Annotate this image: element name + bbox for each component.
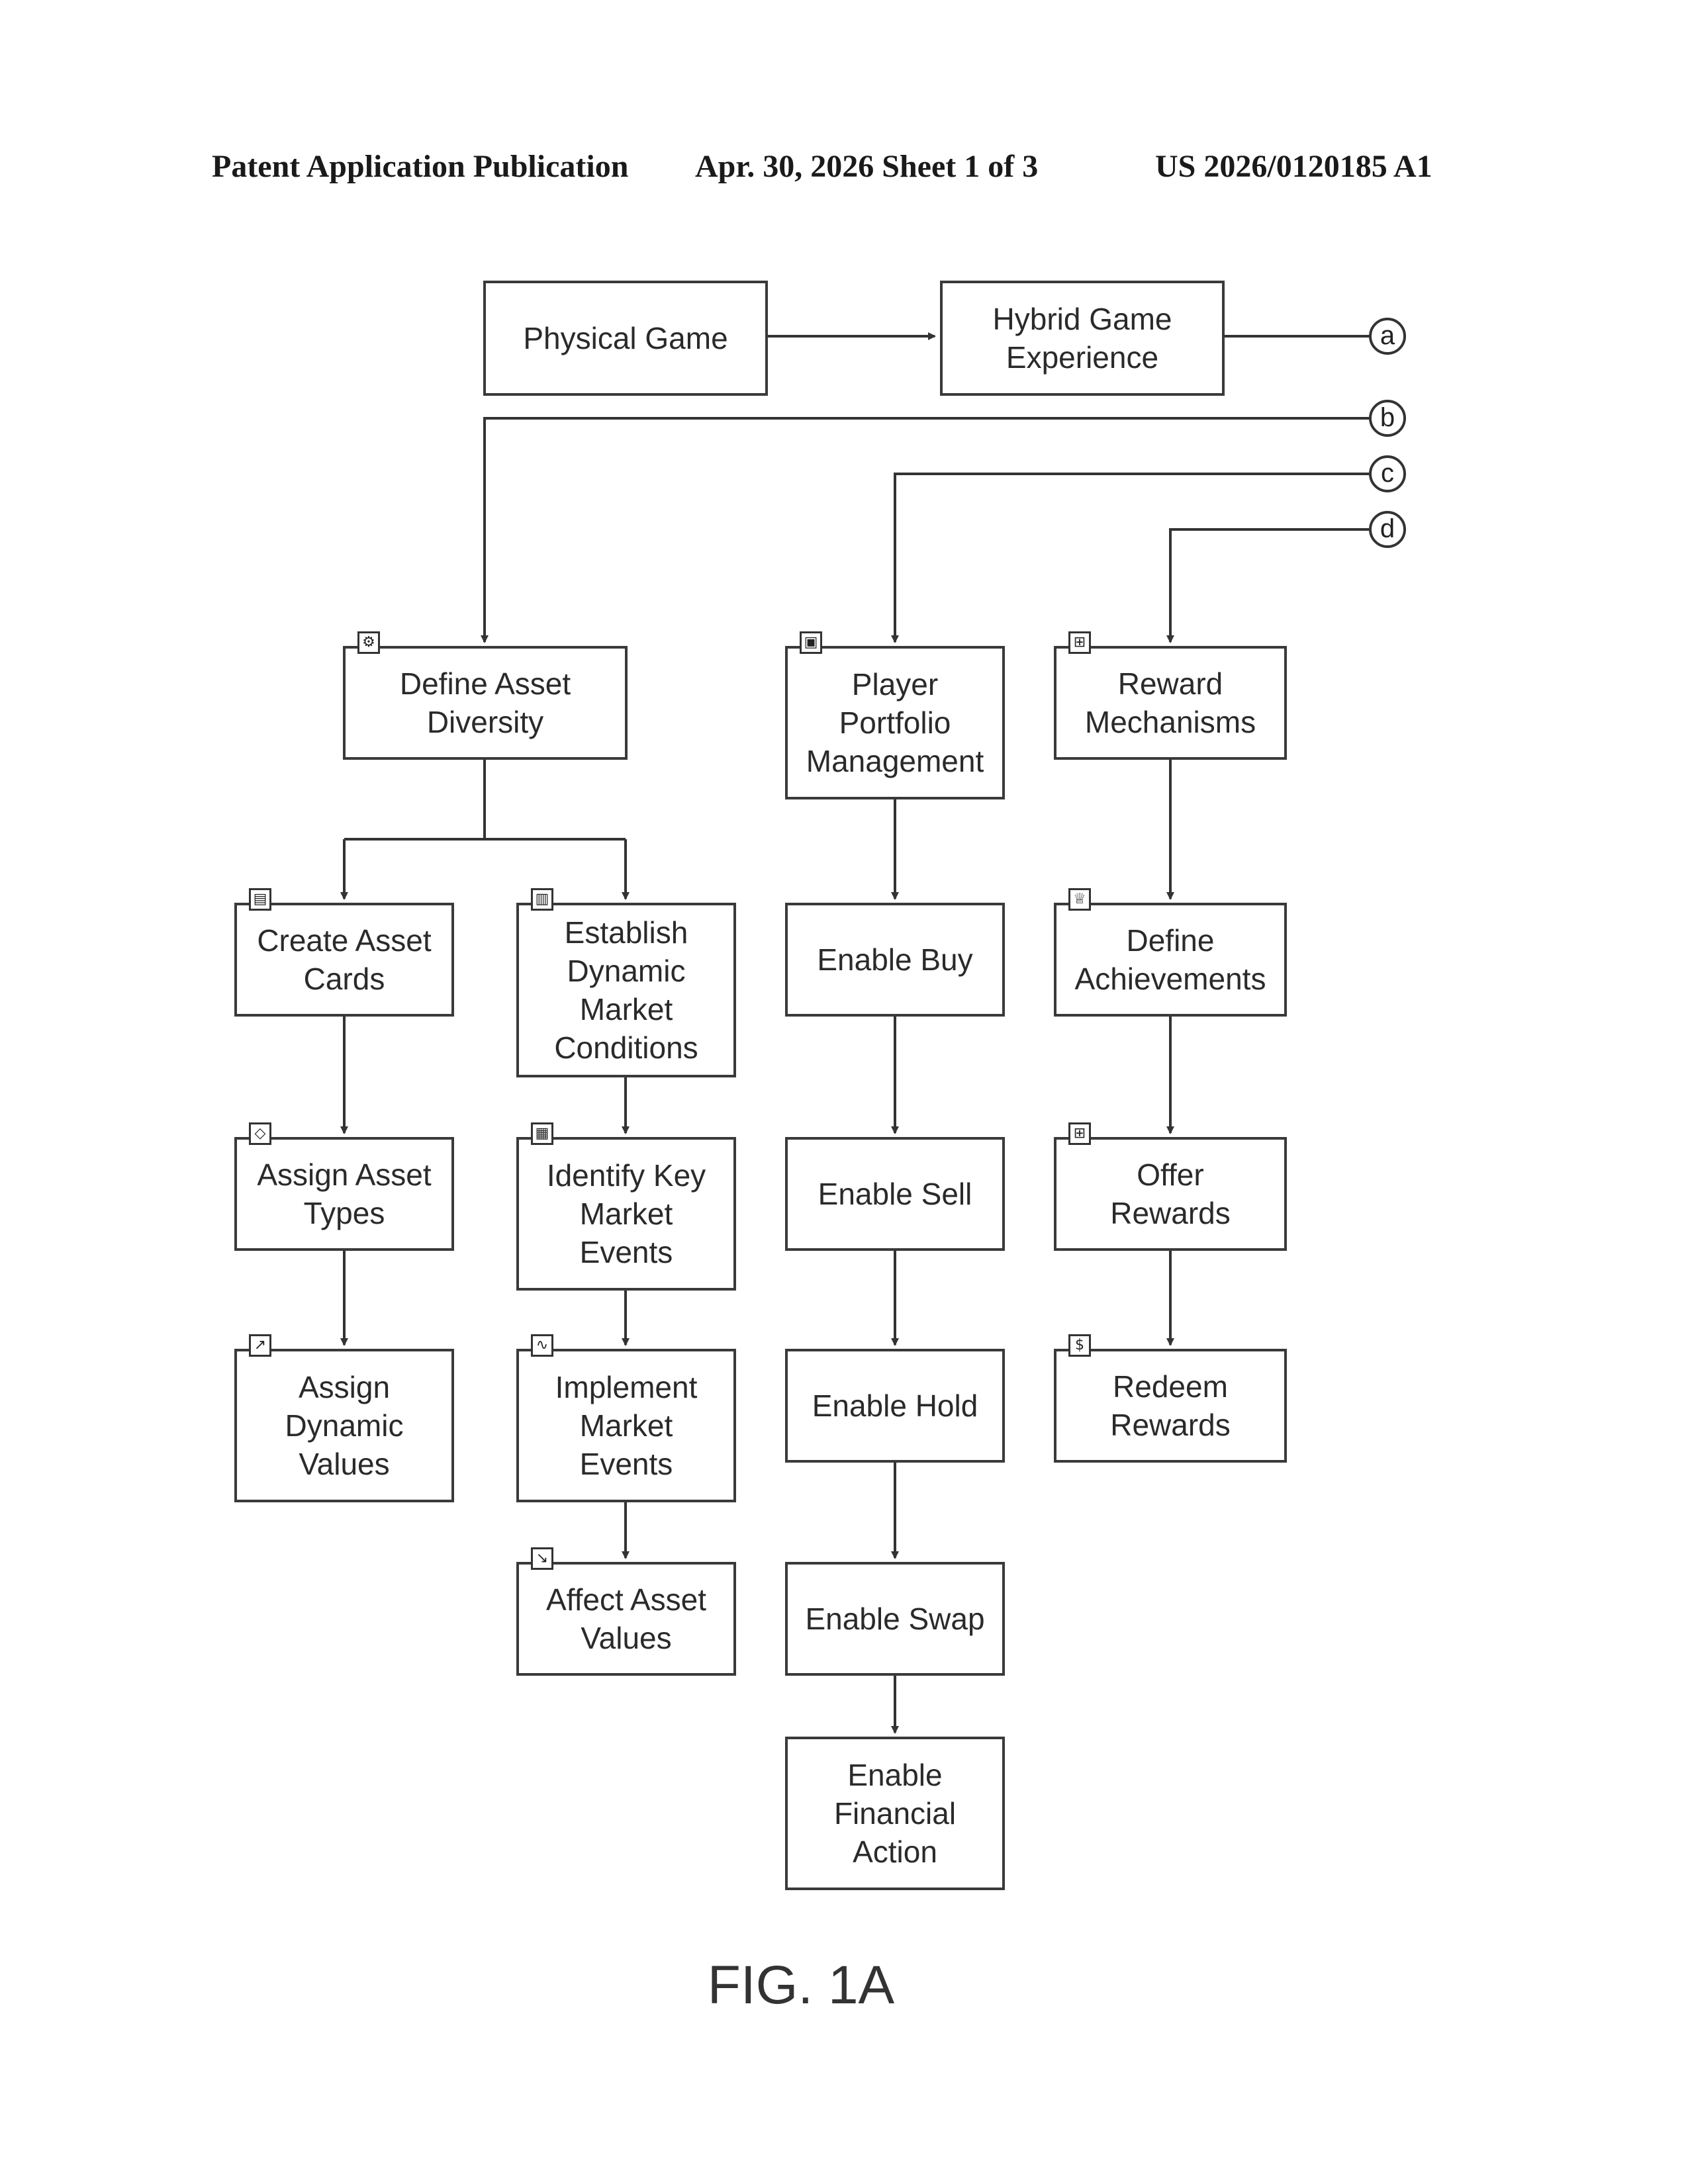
box-affect-values-label: Affect Asset Values	[546, 1580, 706, 1657]
box-physical-game: Physical Game	[483, 281, 768, 396]
gift-icon: ⊞	[1068, 631, 1091, 654]
gift-icon: ⊞	[1068, 1122, 1091, 1145]
connector-a: a	[1369, 318, 1406, 355]
box-create-asset-cards: Create Asset Cards	[234, 903, 454, 1017]
box-implement-market-events: Implement Market Events	[516, 1349, 736, 1502]
box-identify-key-market-events: Identify Key Market Events	[516, 1137, 736, 1291]
box-offer-rewards: Offer Rewards	[1054, 1137, 1287, 1251]
box-enable-swap: Enable Swap	[785, 1562, 1005, 1676]
box-redeem-rewards-label: Redeem Rewards	[1110, 1367, 1231, 1444]
box-implement-events-label: Implement Market Events	[555, 1368, 698, 1483]
box-create-asset-cards-label: Create Asset Cards	[257, 921, 431, 998]
box-establish-market-label: Establish Dynamic Market Conditions	[554, 913, 698, 1067]
briefcase-icon: ▣	[800, 631, 822, 654]
box-reward-mechanisms: Reward Mechanisms	[1054, 646, 1287, 760]
box-player-portfolio-label: Player Portfolio Management	[806, 665, 984, 780]
box-establish-dynamic-market-conditions: Establish Dynamic Market Conditions	[516, 903, 736, 1077]
connector-b: b	[1369, 400, 1406, 437]
box-affect-asset-values: Affect Asset Values	[516, 1562, 736, 1676]
box-assign-asset-types: Assign Asset Types	[234, 1137, 454, 1251]
card-icon: ▤	[249, 888, 271, 911]
box-redeem-rewards: Redeem Rewards	[1054, 1349, 1287, 1463]
connector-c: c	[1369, 455, 1406, 492]
box-player-portfolio-management: Player Portfolio Management	[785, 646, 1005, 799]
calendar-icon: ▦	[531, 1122, 553, 1145]
gear-icon: ⚙	[357, 631, 380, 654]
box-enable-sell-label: Enable Sell	[818, 1175, 972, 1213]
trophy-icon: ♕	[1068, 888, 1091, 911]
box-enable-buy: Enable Buy	[785, 903, 1005, 1017]
box-enable-buy-label: Enable Buy	[817, 940, 972, 979]
pulse-icon: ∿	[531, 1334, 553, 1357]
box-define-achievements-label: Define Achievements	[1075, 921, 1266, 998]
tag-icon: ◇	[249, 1122, 271, 1145]
box-define-asset-diversity-label: Define Asset Diversity	[400, 664, 571, 741]
box-assign-values-label: Assign Dynamic Values	[285, 1368, 404, 1483]
box-enable-hold-label: Enable Hold	[812, 1387, 978, 1425]
box-reward-mechanisms-label: Reward Mechanisms	[1085, 664, 1256, 741]
box-enable-hold: Enable Hold	[785, 1349, 1005, 1463]
arrow-c-to-portfolio	[895, 474, 1369, 642]
box-physical-game-label: Physical Game	[523, 319, 727, 357]
bar-chart-icon: ▥	[531, 888, 553, 911]
figure-label: FIG. 1A	[695, 1952, 907, 2019]
trend-down-icon: ↘	[531, 1547, 553, 1570]
box-enable-swap-label: Enable Swap	[805, 1600, 984, 1638]
connector-d: d	[1369, 511, 1406, 548]
box-assign-asset-types-label: Assign Asset Types	[257, 1156, 431, 1232]
arrow-d-to-rewards	[1170, 529, 1369, 642]
box-define-asset-diversity: Define Asset Diversity	[343, 646, 628, 760]
box-identify-events-label: Identify Key Market Events	[547, 1156, 706, 1271]
trend-up-icon: ↗	[249, 1334, 271, 1357]
box-assign-dynamic-values: Assign Dynamic Values	[234, 1349, 454, 1502]
box-offer-rewards-label: Offer Rewards	[1110, 1156, 1231, 1232]
dollar-icon: $	[1068, 1334, 1091, 1357]
box-hybrid-game-label: Hybrid Game Experience	[993, 300, 1172, 377]
box-define-achievements: Define Achievements	[1054, 903, 1287, 1017]
box-enable-sell: Enable Sell	[785, 1137, 1005, 1251]
box-enable-financial-label: Enable Financial Action	[834, 1756, 956, 1871]
box-enable-financial-action: Enable Financial Action	[785, 1737, 1005, 1890]
box-hybrid-game-experience: Hybrid Game Experience	[940, 281, 1225, 396]
